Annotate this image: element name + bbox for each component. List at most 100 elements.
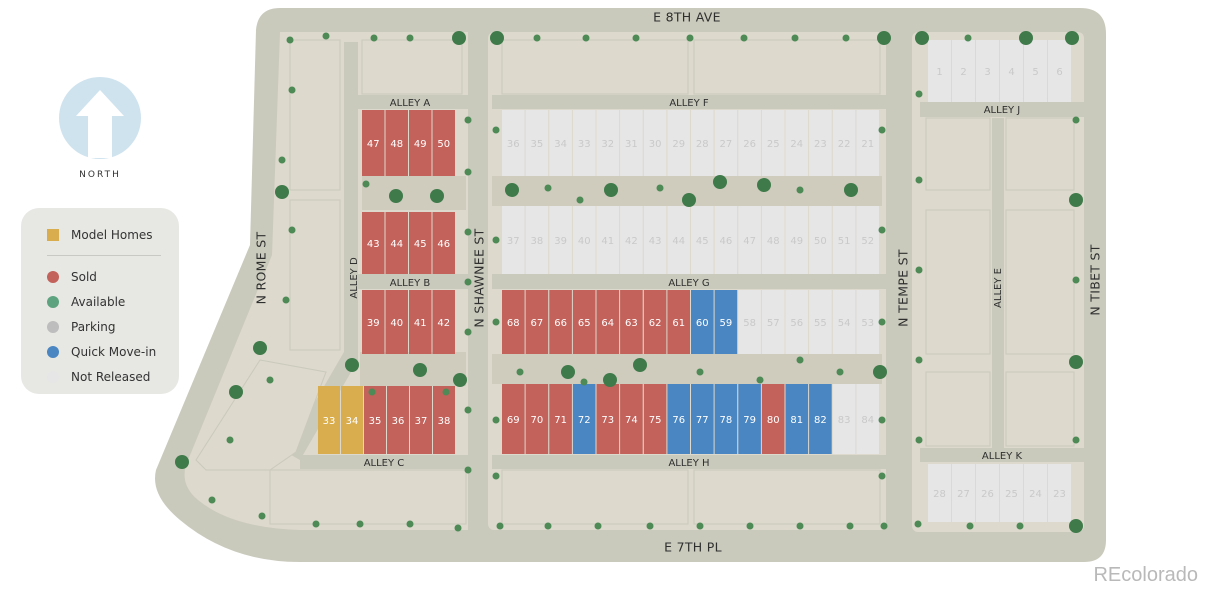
lot-alley-f-south-26[interactable]: 26 <box>738 110 761 176</box>
lot-alley-f-south-28[interactable]: 28 <box>691 110 714 176</box>
lot-alley-g-north-44[interactable]: 44 <box>667 206 690 274</box>
lot-shape[interactable] <box>667 110 690 176</box>
lot-alley-a-south-47[interactable]: 47 <box>362 110 385 176</box>
lot-shape[interactable] <box>952 464 975 522</box>
lot-shape[interactable] <box>432 212 456 274</box>
lot-alley-f-south-25[interactable]: 25 <box>761 110 785 176</box>
lot-shape[interactable] <box>572 384 596 454</box>
lot-alley-g-south-56[interactable]: 56 <box>785 290 809 354</box>
lot-shape[interactable] <box>856 110 879 176</box>
lot-shape[interactable] <box>385 212 409 274</box>
lot-shape[interactable] <box>809 384 832 454</box>
lot-alley-f-south-30[interactable]: 30 <box>643 110 667 176</box>
lot-alley-h-north-84[interactable]: 84 <box>856 384 879 454</box>
lot-shape[interactable] <box>976 40 999 102</box>
lot-shape[interactable] <box>433 386 455 454</box>
lot-shape[interactable] <box>502 290 525 354</box>
lot-alley-h-north-80[interactable]: 80 <box>761 384 785 454</box>
lot-alley-g-south-61[interactable]: 61 <box>667 290 690 354</box>
lot-shape[interactable] <box>1000 464 1023 522</box>
lot-alley-j-north-5[interactable]: 5 <box>1024 40 1047 102</box>
lot-shape[interactable] <box>341 386 363 454</box>
lot-alley-f-south-31[interactable]: 31 <box>620 110 643 176</box>
lot-alley-h-north-77[interactable]: 77 <box>691 384 714 454</box>
lot-alley-b-south-39[interactable]: 39 <box>362 290 385 354</box>
lot-alley-k-south-28[interactable]: 28 <box>928 464 951 522</box>
lot-shape[interactable] <box>1000 40 1023 102</box>
lot-alley-g-south-57[interactable]: 57 <box>761 290 785 354</box>
lot-shape[interactable] <box>856 290 879 354</box>
lot-alley-h-north-70[interactable]: 70 <box>525 384 549 454</box>
lot-alley-b-north-44[interactable]: 44 <box>385 212 409 274</box>
lot-alley-h-north-83[interactable]: 83 <box>832 384 856 454</box>
lot-alley-g-north-42[interactable]: 42 <box>620 206 643 274</box>
lot-shape[interactable] <box>738 206 761 274</box>
lot-shape[interactable] <box>809 110 832 176</box>
lot-alley-b-north-46[interactable]: 46 <box>432 212 456 274</box>
lot-shape[interactable] <box>432 290 456 354</box>
lot-shape[interactable] <box>387 386 409 454</box>
lot-shape[interactable] <box>714 206 738 274</box>
lot-shape[interactable] <box>549 206 572 274</box>
lot-shape[interactable] <box>714 110 738 176</box>
lot-alley-g-north-43[interactable]: 43 <box>643 206 667 274</box>
lot-alley-f-south-24[interactable]: 24 <box>785 110 809 176</box>
lot-shape[interactable] <box>738 290 761 354</box>
lot-shape[interactable] <box>809 206 832 274</box>
lot-alley-g-north-48[interactable]: 48 <box>761 206 785 274</box>
lot-shape[interactable] <box>785 290 809 354</box>
lot-alley-g-south-64[interactable]: 64 <box>596 290 620 354</box>
lot-shape[interactable] <box>409 290 432 354</box>
lot-alley-h-north-82[interactable]: 82 <box>809 384 832 454</box>
lot-shape[interactable] <box>572 290 596 354</box>
lot-alley-f-south-35[interactable]: 35 <box>525 110 549 176</box>
lot-alley-g-south-65[interactable]: 65 <box>572 290 596 354</box>
lot-alley-f-south-23[interactable]: 23 <box>809 110 832 176</box>
lot-shape[interactable] <box>549 384 572 454</box>
lot-alley-h-north-72[interactable]: 72 <box>572 384 596 454</box>
lot-shape[interactable] <box>738 110 761 176</box>
lot-shape[interactable] <box>691 384 714 454</box>
lot-alley-g-south-67[interactable]: 67 <box>525 290 549 354</box>
lot-shape[interactable] <box>809 290 832 354</box>
lot-alley-g-south-60[interactable]: 60 <box>691 290 714 354</box>
lot-shape[interactable] <box>409 212 432 274</box>
lot-shape[interactable] <box>385 290 409 354</box>
lot-shape[interactable] <box>549 110 572 176</box>
lot-alley-f-south-34[interactable]: 34 <box>549 110 572 176</box>
lot-shape[interactable] <box>502 206 525 274</box>
lot-shape[interactable] <box>832 290 856 354</box>
lot-alley-f-south-36[interactable]: 36 <box>502 110 525 176</box>
lot-alley-h-north-71[interactable]: 71 <box>549 384 572 454</box>
lot-shape[interactable] <box>856 206 879 274</box>
lot-alley-f-south-27[interactable]: 27 <box>714 110 738 176</box>
lot-shape[interactable] <box>620 384 643 454</box>
lot-shape[interactable] <box>714 384 738 454</box>
lot-alley-g-north-52[interactable]: 52 <box>856 206 879 274</box>
lot-alley-g-south-68[interactable]: 68 <box>502 290 525 354</box>
lot-shape[interactable] <box>525 206 549 274</box>
lot-shape[interactable] <box>1048 40 1071 102</box>
lot-shape[interactable] <box>385 110 409 176</box>
lot-shape[interactable] <box>596 290 620 354</box>
lot-shape[interactable] <box>856 384 879 454</box>
lot-shape[interactable] <box>643 110 667 176</box>
lot-alley-g-north-51[interactable]: 51 <box>832 206 856 274</box>
lot-alley-b-south-42[interactable]: 42 <box>432 290 456 354</box>
lot-shape[interactable] <box>502 384 525 454</box>
lot-alley-f-south-22[interactable]: 22 <box>832 110 856 176</box>
lot-alley-g-north-41[interactable]: 41 <box>596 206 620 274</box>
lot-alley-g-north-49[interactable]: 49 <box>785 206 809 274</box>
lot-shape[interactable] <box>410 386 432 454</box>
lot-alley-k-south-26[interactable]: 26 <box>976 464 999 522</box>
lot-alley-h-north-78[interactable]: 78 <box>714 384 738 454</box>
lot-shape[interactable] <box>318 386 340 454</box>
lot-alley-b-north-43[interactable]: 43 <box>362 212 385 274</box>
lot-alley-g-south-63[interactable]: 63 <box>620 290 643 354</box>
lot-shape[interactable] <box>362 212 385 274</box>
lot-shape[interactable] <box>785 206 809 274</box>
lot-alley-c-north-34[interactable]: 34 <box>341 386 363 454</box>
lot-alley-a-south-49[interactable]: 49 <box>409 110 432 176</box>
lot-alley-c-north-36[interactable]: 36 <box>387 386 409 454</box>
lot-shape[interactable] <box>667 290 690 354</box>
